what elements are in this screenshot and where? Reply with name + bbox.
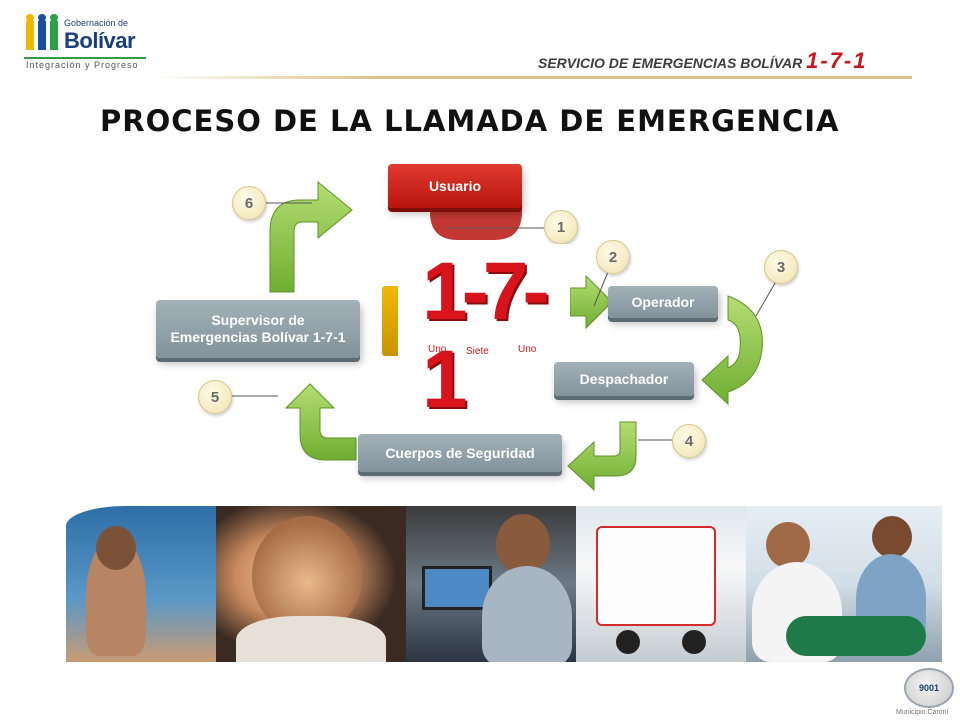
- logo-big-text: Bolívar: [64, 28, 136, 53]
- arrow-5-icon: [284, 383, 357, 461]
- service-title-text: SERVICIO DE EMERGENCIAS BOLÍVAR: [538, 55, 803, 71]
- logo-divider: [24, 57, 146, 59]
- arrow-4-icon: [567, 421, 637, 492]
- badge-word-uno-2: Uno: [518, 344, 537, 355]
- arrow-1-icon: [430, 200, 522, 240]
- badge-word-uno-1: Uno: [428, 344, 447, 355]
- diagram-arrows: [232, 180, 779, 492]
- emergency-171-badge: 1-7-1 Uno Siete Uno: [398, 244, 570, 424]
- node-despachador: Despachador: [554, 362, 694, 396]
- step-number-3: 3: [764, 250, 798, 284]
- service-title: SERVICIO DE EMERGENCIAS BOLÍVAR 1-7-1: [538, 48, 867, 74]
- arrow-6-icon: [269, 180, 353, 293]
- service-code: 1-7-1: [806, 48, 868, 73]
- arrow-3-icon: [701, 295, 763, 406]
- seal-text: 9001: [918, 683, 940, 693]
- badge-accent: [382, 286, 400, 356]
- node-supervisor-line2: Emergencias Bolívar 1-7-1: [170, 329, 346, 345]
- emergency-services-photo-strip: [66, 506, 942, 662]
- badge-word-siete: Siete: [466, 346, 489, 357]
- node-operador: Operador: [608, 286, 718, 318]
- logo-small-text: Gobernación de: [64, 18, 129, 28]
- step-number-6: 6: [232, 186, 266, 220]
- photo-operator: [216, 506, 406, 662]
- node-cuerpos-de-seguridad: Cuerpos de Seguridad: [358, 434, 562, 472]
- step-number-4: 4: [672, 424, 706, 458]
- photo-paramedics: [746, 506, 942, 662]
- page-title: Proceso de la llamada de emergencia: [100, 104, 840, 138]
- emergency-call-process-diagram: Usuario Operador Despachador Cuerpos de …: [150, 160, 830, 500]
- step-number-1: 1: [544, 210, 578, 244]
- arrow-2-icon: [569, 274, 613, 330]
- seal-caption: Municipio Caroní: [896, 709, 949, 716]
- logo-tagline: Integración y Progreso: [26, 60, 139, 70]
- photo-dispatcher: [406, 506, 576, 662]
- header-divider: [150, 76, 912, 79]
- node-supervisor: Supervisor de Emergencias Bolívar 1-7-1: [156, 300, 360, 358]
- photo-caller: [66, 506, 216, 662]
- step-number-5: 5: [198, 380, 232, 414]
- iso-certification-seal: 9001: [904, 668, 954, 708]
- gobernacion-logo: Gobernación de Bolívar Integración y Pro…: [24, 14, 154, 72]
- node-usuario: Usuario: [388, 164, 522, 208]
- node-supervisor-line1: Supervisor de: [211, 312, 305, 329]
- badge-digits: 1-7-1: [422, 246, 550, 425]
- step-number-2: 2: [596, 240, 630, 274]
- logo-bars-icon: [26, 14, 58, 50]
- photo-ambulances: [576, 506, 746, 662]
